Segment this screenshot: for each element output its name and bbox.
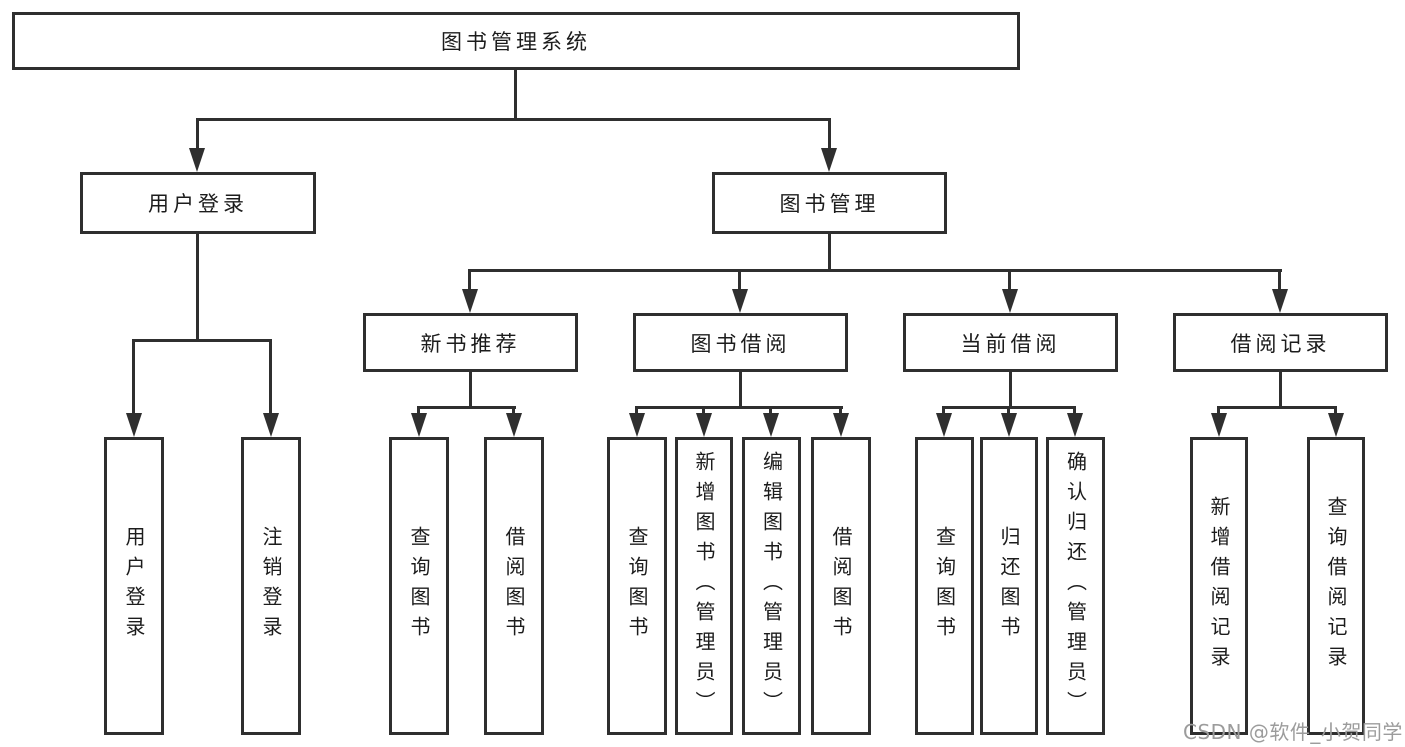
connector-line bbox=[132, 339, 272, 342]
connector-line bbox=[839, 406, 842, 418]
leaf-borrow-add-books-admin: 新增图书（管理员） bbox=[675, 437, 733, 735]
connector-line bbox=[132, 339, 135, 415]
arrowhead-icon bbox=[462, 289, 478, 313]
leaf-borrow-query-books: 查询图书 bbox=[607, 437, 667, 735]
connector-line bbox=[1073, 406, 1076, 418]
connector-line bbox=[1009, 371, 1012, 408]
leaf-current-confirm-return-admin: 确认归还（管理员） bbox=[1046, 437, 1105, 735]
connector-line bbox=[1217, 406, 1220, 418]
arrowhead-icon bbox=[1002, 289, 1018, 313]
connector-line bbox=[942, 406, 945, 418]
arrowhead-icon bbox=[411, 413, 427, 437]
leaf-borrow-edit-books-admin: 编辑图书（管理员） bbox=[742, 437, 801, 735]
connector-line bbox=[702, 406, 705, 418]
leaf-current-return-books: 归还图书 bbox=[980, 437, 1038, 735]
connector-line bbox=[1279, 371, 1282, 408]
node-user-login: 用户登录 bbox=[80, 172, 316, 234]
arrowhead-icon bbox=[1211, 413, 1227, 437]
arrowhead-icon bbox=[732, 289, 748, 313]
csdn-watermark: CSDN @软件_小贺同学 bbox=[1183, 720, 1403, 744]
node-book-borrowing: 图书借阅 bbox=[633, 313, 848, 372]
leaf-record-add-borrow-record: 新增借阅记录 bbox=[1190, 437, 1248, 735]
arrowhead-icon bbox=[1001, 413, 1017, 437]
node-current-borrowing: 当前借阅 bbox=[903, 313, 1118, 372]
connector-line bbox=[738, 269, 741, 293]
connector-line bbox=[196, 118, 831, 121]
node-library-system: 图书管理系统 bbox=[12, 12, 1020, 70]
arrowhead-icon bbox=[629, 413, 645, 437]
connector-line bbox=[417, 406, 516, 409]
connector-line bbox=[1008, 269, 1011, 293]
leaf-user-login: 用户登录 bbox=[104, 437, 164, 735]
connector-line bbox=[635, 406, 638, 418]
leaf-record-query-borrow-record: 查询借阅记录 bbox=[1307, 437, 1365, 735]
connector-line bbox=[739, 371, 742, 408]
arrowhead-icon bbox=[833, 413, 849, 437]
leaf-newbook-query-books: 查询图书 bbox=[389, 437, 449, 735]
connector-line bbox=[196, 233, 199, 341]
arrowhead-icon bbox=[821, 148, 837, 172]
connector-line bbox=[1217, 406, 1337, 409]
connector-line bbox=[1007, 406, 1010, 418]
connector-line bbox=[1278, 269, 1281, 293]
connector-line bbox=[269, 339, 272, 415]
connector-line bbox=[1334, 406, 1337, 418]
arrowhead-icon bbox=[1067, 413, 1083, 437]
connector-line bbox=[468, 269, 471, 293]
arrowhead-icon bbox=[763, 413, 779, 437]
connector-line bbox=[514, 69, 517, 119]
connector-line bbox=[512, 406, 515, 418]
arrowhead-icon bbox=[506, 413, 522, 437]
connector-line bbox=[469, 371, 472, 408]
arrowhead-icon bbox=[126, 413, 142, 437]
node-borrowing-records: 借阅记录 bbox=[1173, 313, 1388, 372]
connector-line bbox=[468, 269, 1282, 272]
connector-line bbox=[769, 406, 772, 418]
arrowhead-icon bbox=[1328, 413, 1344, 437]
arrowhead-icon bbox=[696, 413, 712, 437]
arrowhead-icon bbox=[189, 148, 205, 172]
connector-line bbox=[196, 118, 199, 150]
connector-line bbox=[828, 118, 831, 150]
leaf-current-query-books: 查询图书 bbox=[915, 437, 974, 735]
node-book-management: 图书管理 bbox=[712, 172, 947, 234]
leaf-logout: 注销登录 bbox=[241, 437, 301, 735]
connector-line bbox=[417, 406, 420, 418]
leaf-borrow-borrow-books: 借阅图书 bbox=[811, 437, 871, 735]
arrowhead-icon bbox=[936, 413, 952, 437]
connector-line bbox=[828, 233, 831, 272]
node-new-book-recommend: 新书推荐 bbox=[363, 313, 578, 372]
arrowhead-icon bbox=[263, 413, 279, 437]
arrowhead-icon bbox=[1272, 289, 1288, 313]
leaf-newbook-borrow-books: 借阅图书 bbox=[484, 437, 544, 735]
connector-line bbox=[635, 406, 843, 409]
